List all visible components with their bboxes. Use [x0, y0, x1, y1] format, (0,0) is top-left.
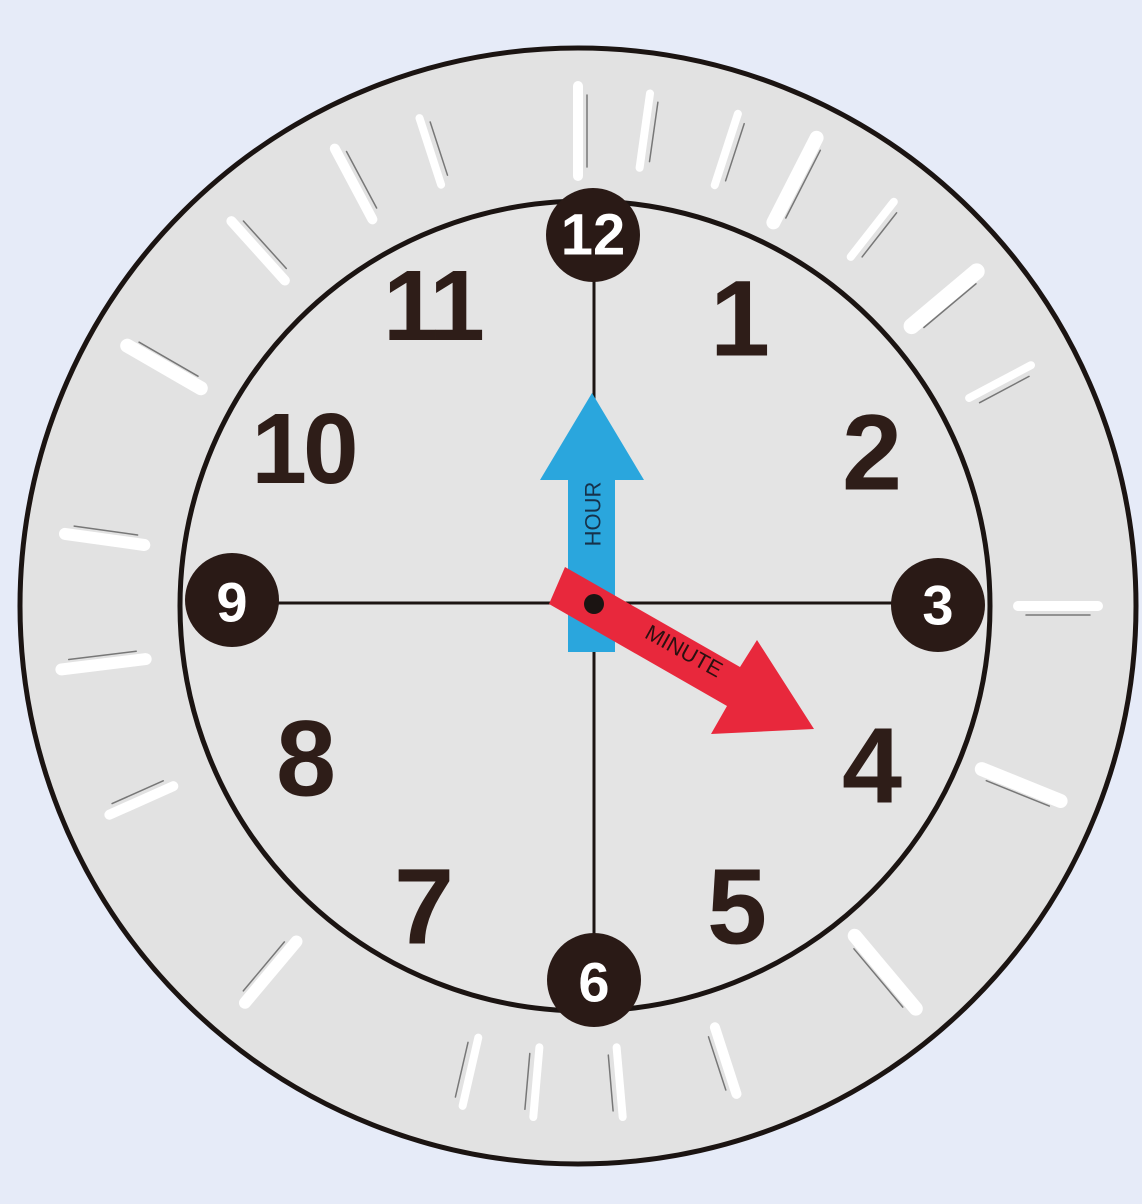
- numeral-10: 10: [251, 393, 355, 505]
- center-pivot: [584, 594, 604, 614]
- numeral-3: 3: [922, 574, 953, 637]
- numeral-7: 7: [394, 846, 454, 967]
- numeral-9: 9: [216, 571, 247, 634]
- numeral-12: 12: [561, 203, 626, 268]
- numeral-2: 2: [842, 392, 902, 513]
- hour-hand-label: HOUR: [581, 482, 606, 547]
- numeral-8: 8: [276, 698, 336, 819]
- numeral-11: 11: [383, 250, 482, 362]
- numeral-1: 1: [710, 258, 770, 379]
- numeral-4: 4: [842, 705, 902, 826]
- numeral-5: 5: [707, 846, 767, 967]
- numeral-6: 6: [578, 951, 609, 1014]
